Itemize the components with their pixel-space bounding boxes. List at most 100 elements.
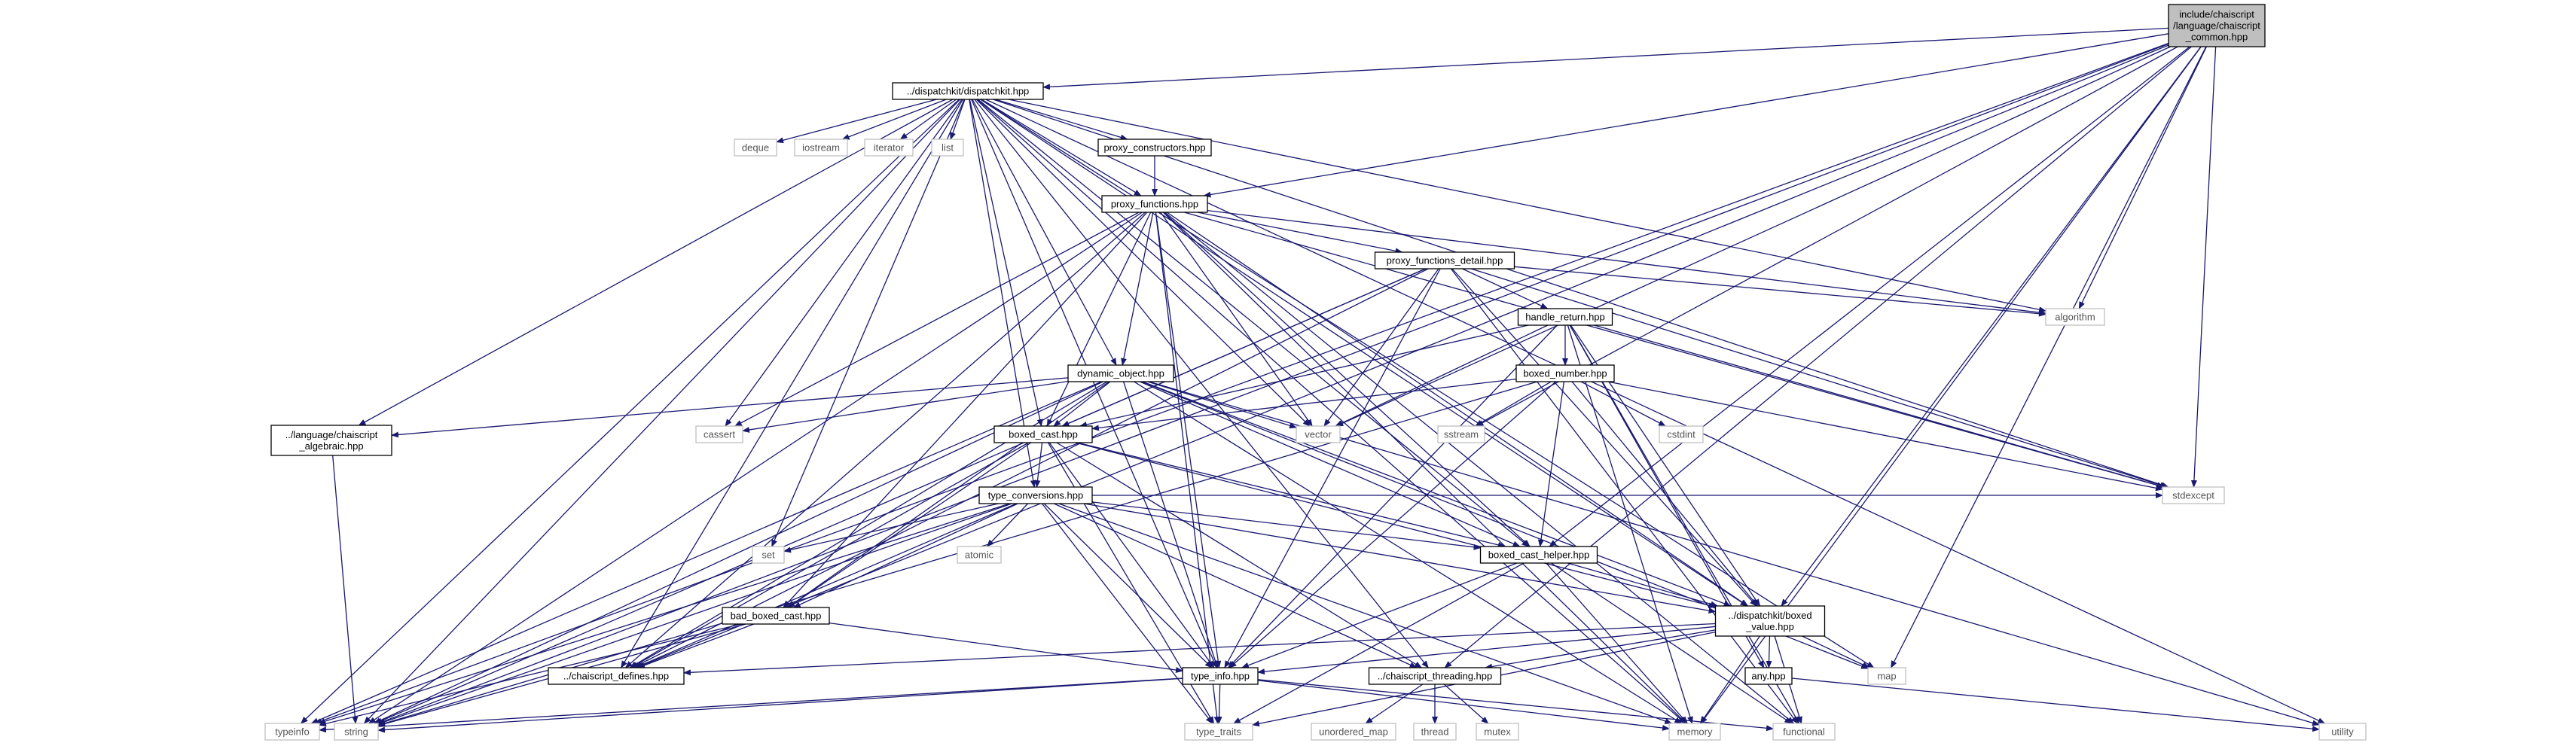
- node-label: unordered_map: [1319, 726, 1388, 738]
- edge-proxy_functions-to-type_info: [1155, 212, 1222, 668]
- node-cstdint: cstdint: [1659, 425, 1704, 443]
- node-box: [2045, 308, 2105, 326]
- edge-proxy_functions-to-type_traits: [1155, 212, 1220, 724]
- edge-bad_boxed_cast-to-typeinfo: [319, 623, 742, 727]
- edge-root-to-dispatchkit: [1042, 27, 2169, 90]
- edge-boxed_number-to-stdexcept: [1607, 381, 2163, 492]
- node-any[interactable]: any.hpp: [1744, 667, 1793, 685]
- edge-root-to-typeinfo: [314, 42, 2169, 724]
- edge-type_conversions-to-type_traits: [1041, 503, 1213, 724]
- edge-dispatchkit-to-dynamic_object: [972, 99, 1117, 366]
- edge-proxy_functions-to-string: [368, 212, 1143, 724]
- edge-proxy_functions_detail-to-handle_return: [1462, 268, 1549, 309]
- edge-proxy_functions_detail-to-chaiscript_defines: [632, 268, 1429, 668]
- edge-root-to-vector: [1335, 46, 2171, 427]
- edge-chaiscript_threading-to-mutex: [1443, 684, 1489, 724]
- node-boxed-cast-helper[interactable]: boxed_cast_helper.hpp: [1479, 546, 1598, 564]
- node-label: list: [942, 142, 954, 154]
- edge-type_conversions-to-chaiscript_defines: [634, 503, 1017, 668]
- node-box: [978, 486, 1093, 504]
- edge-dispatchkit-to-map: [980, 99, 1875, 668]
- node-label: typeinfo: [275, 726, 310, 738]
- node-box: [1517, 308, 1613, 326]
- edge-type_conversions-to-bad_boxed_cast: [792, 503, 1018, 608]
- edge-type_info-to-memory: [1257, 680, 1670, 731]
- edge-handle_return-to-vector: [1335, 324, 1549, 427]
- node-proxy-constructors[interactable]: proxy_constructors.hpp: [1097, 139, 1212, 157]
- node-box: [993, 425, 1093, 443]
- node-label: bad_boxed_cast.hpp: [731, 610, 822, 622]
- node-label: functional: [1783, 726, 1825, 738]
- edge-boxed_cast-to-bad_boxed_cast: [787, 442, 1032, 608]
- edge-dispatchkit-to-stdexcept: [993, 99, 2169, 488]
- node-box: [548, 667, 685, 685]
- edge-proxy_functions_detail-to-algorithm: [1514, 266, 2046, 317]
- node-box: [1413, 723, 1457, 741]
- node-boxed-cast[interactable]: boxed_cast.hpp: [993, 425, 1093, 443]
- edge-boxed_number-to-boxed_cast: [1091, 378, 1517, 431]
- node-dispatchkit[interactable]: ../dispatchkit/dispatchkit.hpp: [892, 82, 1044, 100]
- node-algorithm: algorithm: [2045, 308, 2105, 326]
- node-type-info[interactable]: type_info.hpp: [1182, 667, 1259, 685]
- node-boxed-value[interactable]: ../dispatchkit/boxed_value.hpp: [1714, 605, 1826, 637]
- node-box: [734, 139, 777, 157]
- node-boxed-number[interactable]: boxed_number.hpp: [1515, 364, 1615, 382]
- edge-proxy_functions-to-proxy_functions_detail: [1197, 212, 1403, 254]
- node-box: [1744, 667, 1793, 685]
- node-bad-boxed-cast[interactable]: bad_boxed_cast.hpp: [722, 607, 830, 625]
- node-root[interactable]: include/chaiscript/language/chaiscript_c…: [2168, 4, 2266, 47]
- node-chaiscript-threading[interactable]: ../chaiscript_threading.hpp: [1368, 667, 1502, 685]
- edge-type_conversions-to-typeinfo: [317, 503, 1010, 725]
- edge-dynamic_object-to-vector: [1147, 381, 1297, 429]
- node-type-conversions[interactable]: type_conversions.hpp: [978, 486, 1093, 504]
- node-label: set: [762, 550, 775, 561]
- edge-boxed_cast-to-chaiscript_threading: [1056, 442, 1423, 668]
- edge-dynamic_object-to-bad_boxed_cast: [786, 381, 1109, 608]
- node-unordered-map: unordered_map: [1311, 723, 1396, 741]
- node-memory: memory: [1668, 723, 1721, 741]
- node-label: string: [344, 726, 368, 738]
- edge-type_conversions-to-atomic: [986, 503, 1029, 547]
- node-box: [1097, 139, 1212, 157]
- edge-bad_boxed_cast-to-chaiscript_defines: [637, 623, 755, 668]
- node-box: [2318, 723, 2367, 741]
- edge-root-to-boxed_value: [1781, 46, 2202, 607]
- node-label: algorithm: [2055, 312, 2095, 323]
- edge-type_info-to-typeinfo: [319, 677, 1183, 733]
- node-proxy-functions-detail[interactable]: proxy_functions_detail.hpp: [1374, 251, 1515, 269]
- node-chaiscript-defines[interactable]: ../chaiscript_defines.hpp: [548, 667, 685, 685]
- edge-dispatchkit-to-boxed_value: [980, 99, 1748, 607]
- edge-dispatchkit-to-utility: [985, 99, 2326, 724]
- node-proxy-functions[interactable]: proxy_functions.hpp: [1101, 195, 1208, 213]
- edge-proxy_functions-to-boxed_value: [1166, 212, 1749, 607]
- edge-proxy_functions-to-memory: [1162, 212, 1687, 724]
- node-label: cstdint: [1667, 429, 1695, 440]
- edge-type_conversions-to-type_info: [1043, 503, 1213, 668]
- edge-dynamic_object-to-chaiscript_defines: [629, 381, 1108, 668]
- edge-type_conversions-to-string: [377, 503, 1012, 725]
- edge-dynamic_object-to-boxed_value: [1142, 381, 1732, 607]
- node-label: vector: [1305, 429, 1332, 440]
- node-label: /language/chaiscript: [2173, 20, 2260, 32]
- edge-boxed_cast_helper-to-functional: [1551, 562, 1793, 724]
- node-box: [1184, 723, 1253, 741]
- node-utility: utility: [2318, 723, 2367, 741]
- node-label: memory: [1677, 726, 1713, 738]
- node-dynamic-object[interactable]: dynamic_object.hpp: [1067, 364, 1174, 382]
- node-label: boxed_cast.hpp: [1009, 429, 1078, 440]
- edge-root-to-boxed_cast_helper: [1549, 46, 2190, 547]
- node-label: proxy_functions.hpp: [1111, 199, 1198, 210]
- node-handle-return[interactable]: handle_return.hpp: [1517, 308, 1613, 326]
- edge-dispatchkit-to-chaiscript_threading: [974, 99, 1429, 668]
- edge-boxed_cast_helper-to-boxed_value: [1567, 562, 1719, 607]
- node-algebraic[interactable]: ../language/chaiscript_algebraic.hpp: [270, 425, 392, 456]
- edge-root-to-chaiscript_defines: [636, 44, 2169, 668]
- node-string: string: [334, 723, 379, 741]
- node-box: [752, 546, 785, 564]
- node-box: [794, 139, 848, 157]
- node-box: [1479, 546, 1598, 564]
- edge-boxed_number-to-type_info: [1228, 381, 1556, 668]
- node-map: map: [1867, 667, 1906, 685]
- edge-root-to-proxy_functions: [1203, 33, 2169, 198]
- edge-boxed_cast_helper-to-type_info: [1241, 562, 1518, 668]
